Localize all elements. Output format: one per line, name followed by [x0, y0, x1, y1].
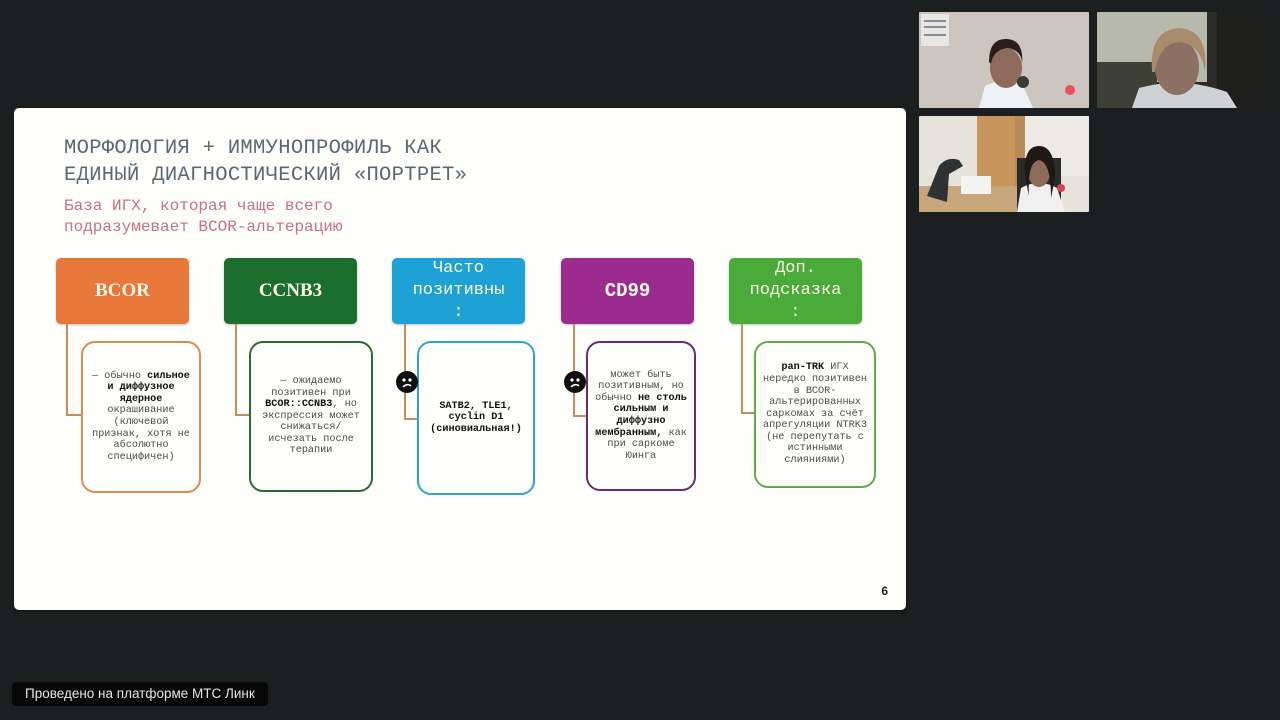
slide-title: МОРФОЛОГИЯ + ИММУНОПРОФИЛЬ КАК ЕДИНЫЙ ДИ…: [64, 137, 468, 187]
card-text-run: — ожидаемо позитивен при: [271, 375, 351, 399]
card-text: pan-TRK ИГХ нередко позитивен в BCOR-аль…: [761, 362, 869, 466]
card-text-bold: сильное и диффузное ядерное: [107, 370, 190, 405]
participant-video-image: [919, 12, 1089, 108]
header-cd99-label: CD99: [604, 280, 651, 302]
card-text: SATB2, TLE1, cyclin D1 (синовиальная!): [424, 401, 528, 436]
card-text-run: может быть позитивным, но обычно: [595, 369, 684, 404]
card-text-bold: не столь сильным и диффузно мембранным,: [595, 392, 687, 439]
card-text-run: , но экспрессия может снижаться/исчезать…: [262, 399, 360, 457]
card-ccnb3: — ожидаемо позитивен при BCOR::CCNB3, но…: [249, 341, 373, 492]
participant-video-image: [919, 116, 1089, 212]
sad-face-icon: [396, 371, 418, 393]
header-bcor: BCOR: [56, 258, 189, 324]
sad-face-icon: [564, 371, 586, 393]
connector-line: [66, 324, 82, 416]
card-cd99: может быть позитивным, но обычно не стол…: [586, 341, 696, 491]
video-tile-participant-1[interactable]: [919, 12, 1089, 108]
header-often-positive: Часто позитивны :: [392, 258, 525, 324]
card-text-run: как при саркоме Юинга: [607, 427, 687, 462]
header-ccnb3: CCNB3: [224, 258, 357, 324]
card-text-bold: BCOR::CCNB3: [265, 399, 333, 411]
card-text-bold: pan-TRK: [781, 362, 825, 374]
connector-line: [573, 324, 589, 417]
card-text-run: окрашивание (ключевой признак, хотя не а…: [92, 405, 190, 463]
video-tile-participant-3[interactable]: [919, 116, 1089, 212]
header-additional-hint: Доп. подсказка :: [729, 258, 862, 324]
connector-line: [235, 324, 251, 416]
slide-subtitle: База ИГХ, которая чаще всего подразумева…: [64, 197, 343, 236]
platform-attribution-badge: Проведено на платформе МТС Линк: [12, 682, 268, 706]
card-additional-hint: pan-TRK ИГХ нередко позитивен в BCOR-аль…: [754, 341, 876, 488]
card-text-bold: SATB2, TLE1, cyclin D1 (синовиальная!): [430, 400, 522, 435]
card-text: может быть позитивным, но обычно не стол…: [593, 370, 689, 463]
presentation-slide: МОРФОЛОГИЯ + ИММУНОПРОФИЛЬ КАК ЕДИНЫЙ ДИ…: [14, 108, 906, 610]
header-additional-hint-label: Доп. подсказка :: [749, 259, 842, 322]
card-text: — ожидаемо позитивен при BCOR::CCNB3, но…: [256, 376, 366, 457]
video-tile-participant-2[interactable]: [1097, 12, 1267, 108]
card-bcor: — обычно сильное и диффузное ядерное окр…: [81, 341, 201, 493]
card-text: — обычно сильное и диффузное ядерное окр…: [88, 371, 194, 464]
participant-video-image: [1097, 12, 1267, 108]
header-cd99: CD99: [561, 258, 694, 324]
header-bcor-label: BCOR: [95, 280, 150, 301]
card-text-run: — обычно: [92, 370, 148, 382]
connector-line: [741, 324, 757, 414]
card-text-run: ИГХ нередко позитивен в BCOR-альтерирова…: [763, 362, 867, 467]
header-often-positive-label: Часто позитивны :: [412, 259, 505, 322]
card-often-positive: SATB2, TLE1, cyclin D1 (синовиальная!): [417, 341, 535, 495]
header-ccnb3-label: CCNB3: [258, 280, 323, 301]
page-number: 6: [881, 584, 888, 598]
